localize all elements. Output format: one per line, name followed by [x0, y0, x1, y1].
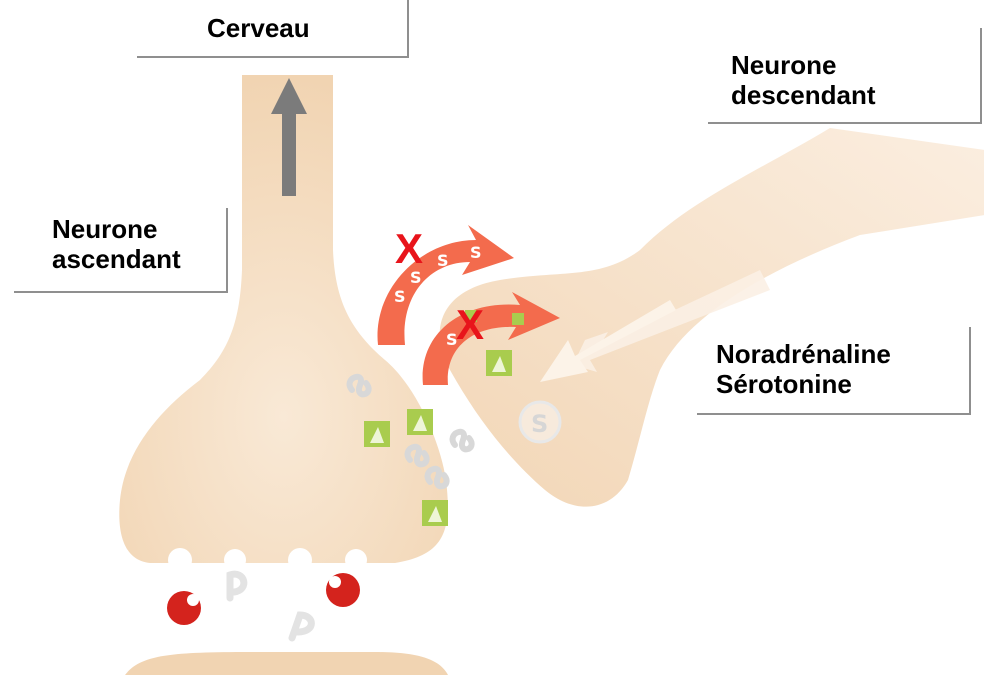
- noradrenaline-label: Noradrénaline: [716, 339, 891, 369]
- ascending-neuron-label: Neurone ascendant: [52, 214, 181, 274]
- serotonin-letter: S: [531, 410, 548, 438]
- up-arrow-shaft: [282, 112, 296, 196]
- svg-text:S: S: [394, 287, 406, 306]
- descending-neuron-label: Neurone descendant: [731, 50, 876, 110]
- blocked-reuptake-mark-2: X: [456, 304, 484, 346]
- serotonin-label: Sérotonine: [716, 369, 891, 399]
- bound-molecules: [167, 573, 360, 625]
- descending-neuron-label-line1: Neurone: [731, 50, 876, 80]
- svg-text:S: S: [437, 251, 449, 270]
- svg-text:S: S: [470, 243, 482, 262]
- ascending-neuron-label-line1: Neurone: [52, 214, 181, 244]
- brain-label: Cerveau: [207, 13, 310, 43]
- brain-label-text: Cerveau: [207, 13, 310, 43]
- blocked-reuptake-mark-1: X: [395, 228, 423, 270]
- lower-neuron: [125, 652, 448, 675]
- ascending-neuron-label-line2: ascendant: [52, 244, 181, 274]
- descending-neuron-label-line2: descendant: [731, 80, 876, 110]
- neurotransmitters-label: Noradrénaline Sérotonine: [716, 339, 891, 399]
- released-molecules: [230, 574, 311, 638]
